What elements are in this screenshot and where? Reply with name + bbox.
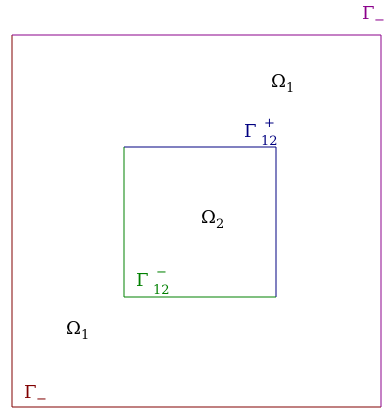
gamma-minus-top-subscript: − [374,13,385,28]
gamma12-plus-subscript: 12 [261,134,278,149]
gamma12-plus-base: Γ [244,121,257,142]
gamma12-plus-label: Γ + 12 [244,116,278,149]
outer-domain-boundary [11,34,382,408]
gamma12-minus-label: Γ − 12 [136,265,170,298]
omega2-center-label: Ω 2 [201,207,224,232]
omega1-top-base: Ω [271,71,286,92]
inner-domain-boundary [123,146,277,298]
omega1-bottom-base: Ω [66,318,81,339]
gamma-minus-bottom-label: Γ − [24,382,47,407]
omega1-bottom-label: Ω 1 [66,318,89,343]
omega2-center-subscript: 2 [216,217,224,232]
gamma12-minus-subscript: 12 [153,283,170,298]
omega1-bottom-subscript: 1 [81,328,89,343]
gamma-minus-top-base: Γ [362,3,375,24]
omega2-center-base: Ω [201,207,216,228]
omega1-top-subscript: 1 [286,81,294,96]
gamma12-minus-base: Γ [136,270,149,291]
gamma-minus-top-label: Γ − [362,3,385,28]
gamma-minus-bottom-base: Γ [24,382,37,403]
omega1-top-label: Ω 1 [271,71,294,96]
gamma-minus-bottom-subscript: − [36,392,47,407]
gamma12-minus-superscript: − [156,265,167,280]
gamma12-plus-superscript: + [264,116,275,131]
